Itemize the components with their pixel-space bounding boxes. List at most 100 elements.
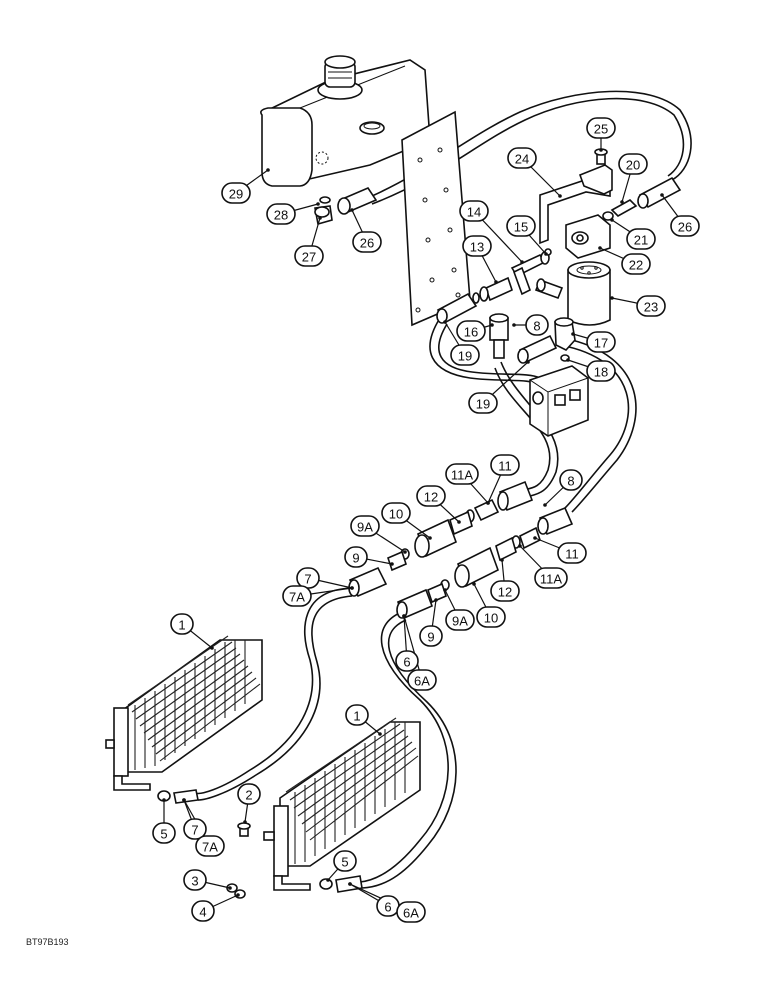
callout-bubble [407,669,437,691]
callout-label: 17 [594,336,608,351]
callout-c15: 15 [506,215,536,237]
callout-label: 10 [389,507,403,522]
callout-bubble [557,542,587,564]
leader-tip-c4 [236,893,240,897]
leader-tip-c6Aa [402,614,406,618]
callout-bubble [618,153,648,175]
callout-bubble [395,650,419,672]
callout-c21: 21 [626,228,656,250]
leader-tip-c9a [390,562,394,566]
leader-tip-c8a [512,323,516,327]
callout-c17: 17 [586,331,616,353]
callout-label: 7A [202,840,218,855]
callout-label: 9A [452,614,468,629]
leader-tip-c9Aa [403,550,407,554]
callout-c11a: 11 [490,454,520,476]
callout-c9Ab: 9A [445,609,475,631]
callout-bubble [456,320,486,342]
leader-tip-c15 [544,252,548,256]
callout-label: 21 [634,233,648,248]
leader-tip-c27 [318,216,322,220]
callout-bubble [476,606,506,628]
callout-label: 29 [229,187,243,202]
leader-tip-c23 [610,296,614,300]
callout-label: 6 [384,900,391,915]
callout-c13: 13 [462,235,492,257]
callout-c1a: 1 [170,613,194,635]
tee-fittings [436,248,576,364]
callout-c6Ab: 6A [396,901,426,923]
callout-label: 6A [414,674,430,689]
callout-label: 12 [424,490,438,505]
callout-bubble [626,228,656,250]
callout-label: 12 [498,585,512,600]
callout-c10b: 10 [476,606,506,628]
leader-tip-c2 [243,820,247,824]
callout-c9Aa: 9A [350,515,380,537]
leader-tip-c7A [350,586,354,590]
callout-bubble [670,215,700,237]
callout-c23: 23 [636,295,666,317]
leader-tip-c7Ab [182,798,186,802]
mounting-hardware [226,822,251,899]
leader-tip-c10a [428,536,432,540]
callout-bubble [419,625,443,647]
callout-bubble [266,203,296,225]
callout-c20: 20 [618,153,648,175]
callout-label: 23 [644,300,658,315]
callout-c29: 29 [221,182,251,204]
callout-label: 22 [629,258,643,273]
leader-tip-c28 [316,202,320,206]
callout-label: 7A [289,590,305,605]
callout-label: 3 [191,874,198,889]
callout-bubble [445,609,475,631]
callout-c27: 27 [294,245,324,267]
callout-bubble [490,580,520,602]
callout-c6b: 6 [376,895,400,917]
leader-tip-c18 [566,358,570,362]
leader-tip-c20 [620,200,624,204]
callout-bubble [221,182,251,204]
callout-c1b: 1 [345,704,369,726]
leader-tip-c10b [472,582,476,586]
callout-bubble [525,314,549,336]
callout-bubble [621,253,651,275]
callout-label: 20 [626,158,640,173]
leader-tip-c11b [533,536,537,540]
leader-tip-c14 [520,260,524,264]
callout-label: 9 [352,551,359,566]
callout-label: 4 [199,905,206,920]
callout-label: 5 [341,855,348,870]
leader-tip-c29 [266,168,270,172]
leader-tip-c26b [660,193,664,197]
callout-label: 10 [484,611,498,626]
callout-bubble [191,900,215,922]
callout-label: 9 [427,630,434,645]
leader-tip-c11Ab [518,544,522,548]
callout-label: 11A [451,468,473,483]
leader-tip-c25 [599,148,603,152]
callout-bubble [396,901,426,923]
callout-bubble [468,392,498,414]
callout-c8b: 8 [559,469,583,491]
callout-c8a: 8 [525,314,549,336]
callout-c7: 7 [296,567,320,589]
callout-bubble [237,783,261,805]
leader-tip-c12a [457,520,461,524]
leader-tip-c24 [558,194,562,198]
leader-tip-c12b [500,558,504,562]
callout-label: 6A [403,906,419,921]
callout-label: 8 [567,474,574,489]
callout-c9b: 9 [419,625,443,647]
callout-label: 7 [304,572,311,587]
callout-bubble [462,235,492,257]
callout-bubble [459,200,489,222]
lower-coupling-chain [396,506,574,620]
callout-bubble [534,567,568,589]
callout-bubble [445,463,479,485]
leader-tip-c19b [526,360,530,364]
oil-cooler-upper [105,635,263,804]
callout-bubble [586,331,616,353]
hydraulic-tank [260,55,431,187]
